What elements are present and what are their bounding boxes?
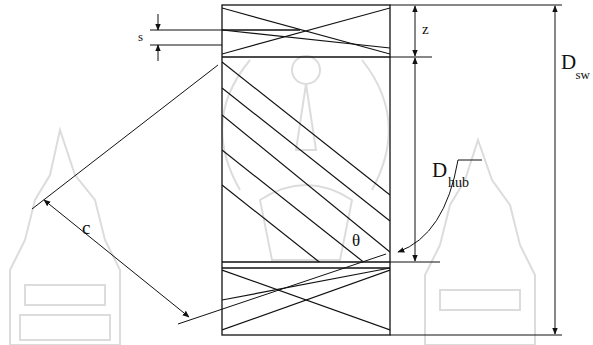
cascade-outline	[222, 5, 390, 335]
dimension-lines	[32, 5, 562, 335]
bottom-blades	[222, 268, 390, 330]
diameter-symbol: D	[432, 160, 447, 181]
top-blades	[222, 8, 390, 54]
diameter-subscript: sw	[576, 68, 590, 81]
blade-lines	[222, 62, 390, 262]
spacing-label: s	[138, 30, 143, 43]
diameter-subscript: hub	[448, 176, 469, 190]
chord-label: c	[82, 218, 90, 237]
height-label: z	[422, 22, 429, 37]
angle-label: θ	[352, 232, 360, 249]
diameter-symbol: D	[561, 52, 576, 73]
watermark	[10, 56, 535, 345]
